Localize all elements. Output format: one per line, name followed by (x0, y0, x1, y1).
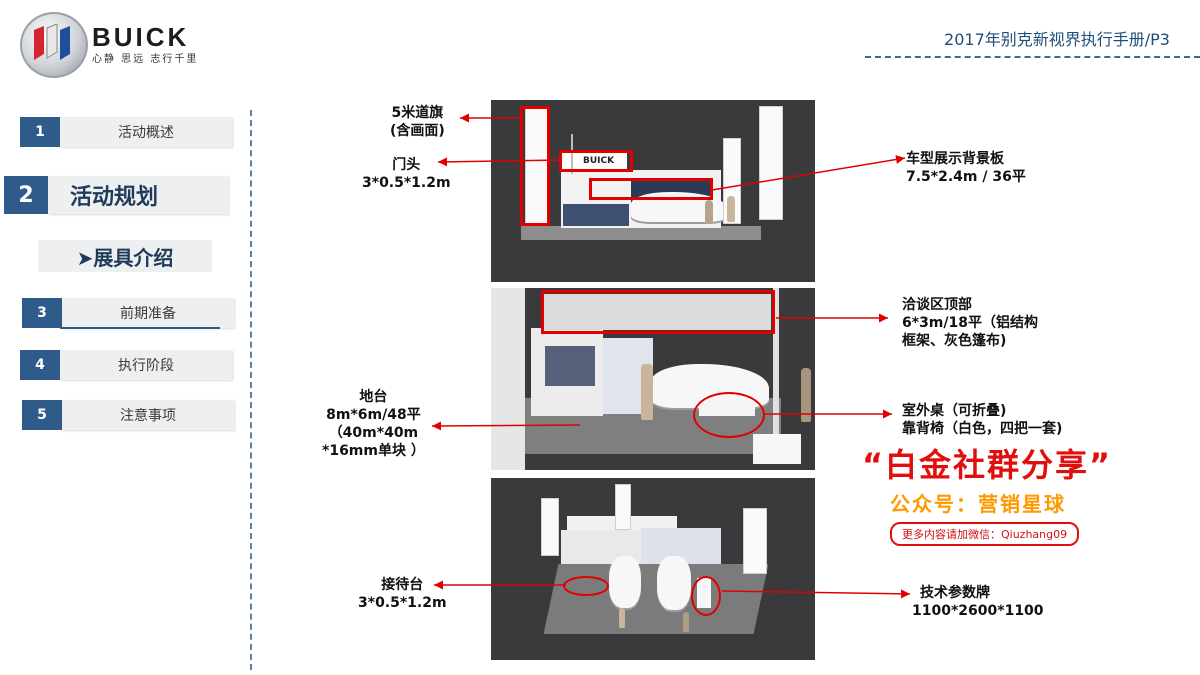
buick-logo-icon (20, 12, 88, 78)
annotation-canopy: 洽谈区顶部 6*3m/18平（铝结构 框架、灰色篷布) (902, 297, 1038, 349)
sidebar-item-notes[interactable]: 5 注意事项 (22, 400, 234, 430)
sidebar-divider (250, 110, 252, 670)
sidebar-item-number: 2 (4, 176, 48, 214)
watermark-subtitle: 公众号：营销星球 (890, 492, 1066, 516)
watermark-contact: 更多内容请加微信：Qiuzhang09 (890, 522, 1080, 546)
sidebar-item-label: 活动规划 (48, 176, 228, 214)
annotation-floor: 地台 8m*6m/48平 （40m*40m *16mm单块 ） (322, 389, 425, 459)
brand-tagline: 心静 思远 志行千里 (92, 54, 199, 65)
booth-front-render: BUICK (491, 100, 815, 282)
annotation-table: 室外桌（可折叠) 靠背椅（白色，四把一套) (902, 403, 1063, 437)
annotation-backdrop: 车型展示背景板 7.5*2.4m / 36平 (906, 151, 1026, 185)
sidebar-item-label: 注意事项 (62, 400, 234, 430)
booth-aerial-render (491, 478, 815, 660)
annotation-spec-board: 技术参数牌 1100*2600*1100 (912, 585, 1044, 619)
sidebar-item-label: 执行阶段 (60, 350, 232, 380)
sidebar-item-number: 1 (20, 117, 60, 147)
sidebar-item-number: 4 (20, 350, 60, 380)
sidebar-item-execution[interactable]: 4 执行阶段 (20, 350, 232, 380)
door-sign-text: BUICK (583, 156, 615, 166)
header-divider (865, 56, 1200, 58)
page-title: 2017年别克新视界执行手册/P3 (944, 30, 1170, 49)
sidebar-item-overview[interactable]: 1 活动概述 (20, 117, 232, 147)
sidebar-item-planning[interactable]: 2 活动规划 (4, 176, 228, 214)
sidebar-item-number: 3 (22, 298, 62, 328)
sidebar-subitem-exhibits[interactable]: ➤展具介绍 (38, 240, 212, 272)
annotation-flag: 5米道旗 (含画面) (390, 105, 445, 139)
brand-name: BUICK (92, 22, 190, 52)
sidebar-item-label: 活动概述 (60, 117, 232, 147)
watermark-title: “白金社群分享” (862, 446, 1113, 484)
negotiation-area-render (491, 288, 815, 470)
annotation-door: 门头 3*0.5*1.2m (362, 157, 451, 191)
annotation-reception: 接待台 3*0.5*1.2m (358, 577, 447, 611)
sidebar-item-preparation[interactable]: 3 前期准备 (22, 298, 234, 328)
sidebar-item-label: 前期准备 (62, 298, 234, 328)
active-underline (60, 327, 220, 329)
sidebar-item-number: 5 (22, 400, 62, 430)
